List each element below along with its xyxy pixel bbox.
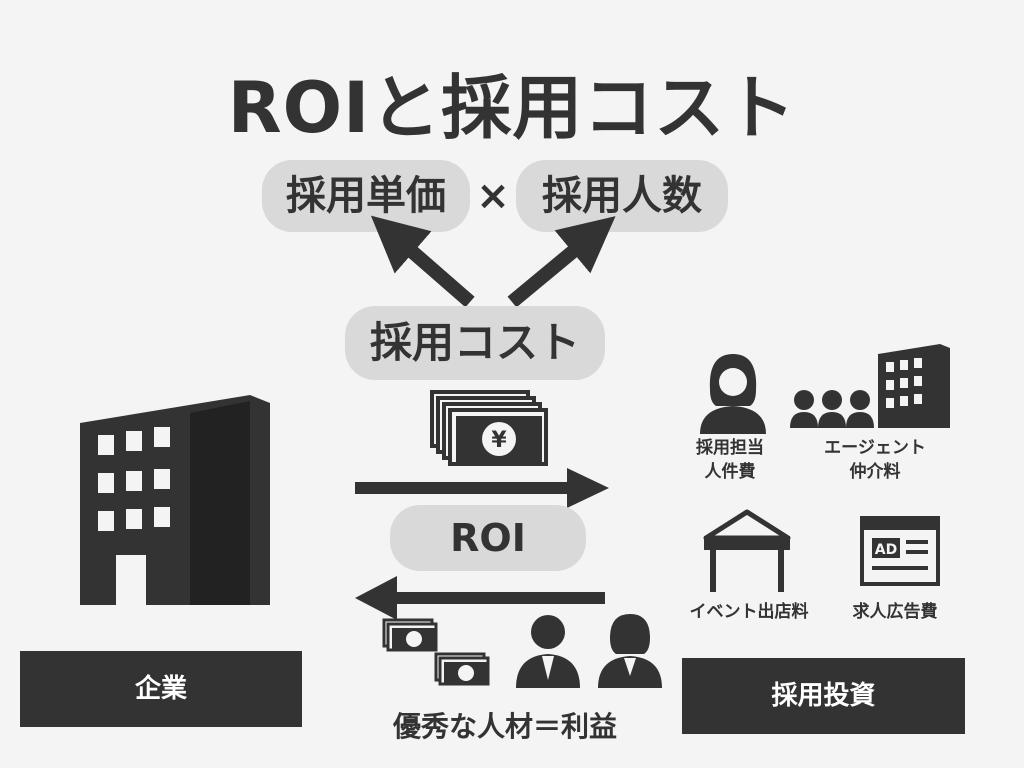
page-title: ROIと採用コスト bbox=[227, 67, 797, 149]
arrow-left bbox=[355, 576, 605, 620]
company-label-box: 企業 bbox=[20, 651, 302, 727]
arrow-up-left bbox=[370, 215, 475, 308]
job-ad-icon: AD bbox=[860, 516, 940, 586]
recruitment-cost-pill: 採用コスト bbox=[345, 306, 605, 380]
recruiter-cost-label: 採用担当 人件費 bbox=[696, 438, 764, 482]
arrow-up-right bbox=[507, 216, 616, 308]
formula-row: 採用単価 × 採用人数 bbox=[262, 160, 762, 232]
job-ad-fee-label: 求人広告費 bbox=[852, 602, 938, 622]
businesswoman-icon bbox=[598, 614, 662, 688]
yen-symbol: ¥ bbox=[491, 428, 507, 453]
event-tent-icon bbox=[703, 509, 791, 592]
ad-text: AD bbox=[875, 542, 897, 558]
multiply-operator: × bbox=[476, 173, 510, 219]
unit-price-pill: 採用単価 bbox=[262, 160, 470, 232]
event-fee-label: イベント出店料 bbox=[689, 602, 809, 622]
money-stack-icon bbox=[382, 618, 490, 686]
agent-fee-label: エージェント 仲介料 bbox=[824, 438, 926, 482]
businessman-icon bbox=[516, 615, 580, 688]
arrow-right bbox=[355, 468, 609, 508]
recruiter-woman-icon bbox=[700, 354, 766, 434]
hire-count-pill: 採用人数 bbox=[516, 160, 728, 232]
roi-pill: ROI bbox=[390, 505, 586, 571]
company-building-icon bbox=[80, 395, 270, 605]
investment-label-box: 採用投資 bbox=[682, 658, 965, 734]
business-people-icon bbox=[516, 614, 662, 688]
banknote-stack-icon: ¥ bbox=[430, 390, 548, 466]
talent-profit-label: 優秀な人材＝利益 bbox=[392, 710, 617, 743]
agent-icon bbox=[790, 344, 950, 428]
agent-building-icon bbox=[878, 344, 950, 428]
